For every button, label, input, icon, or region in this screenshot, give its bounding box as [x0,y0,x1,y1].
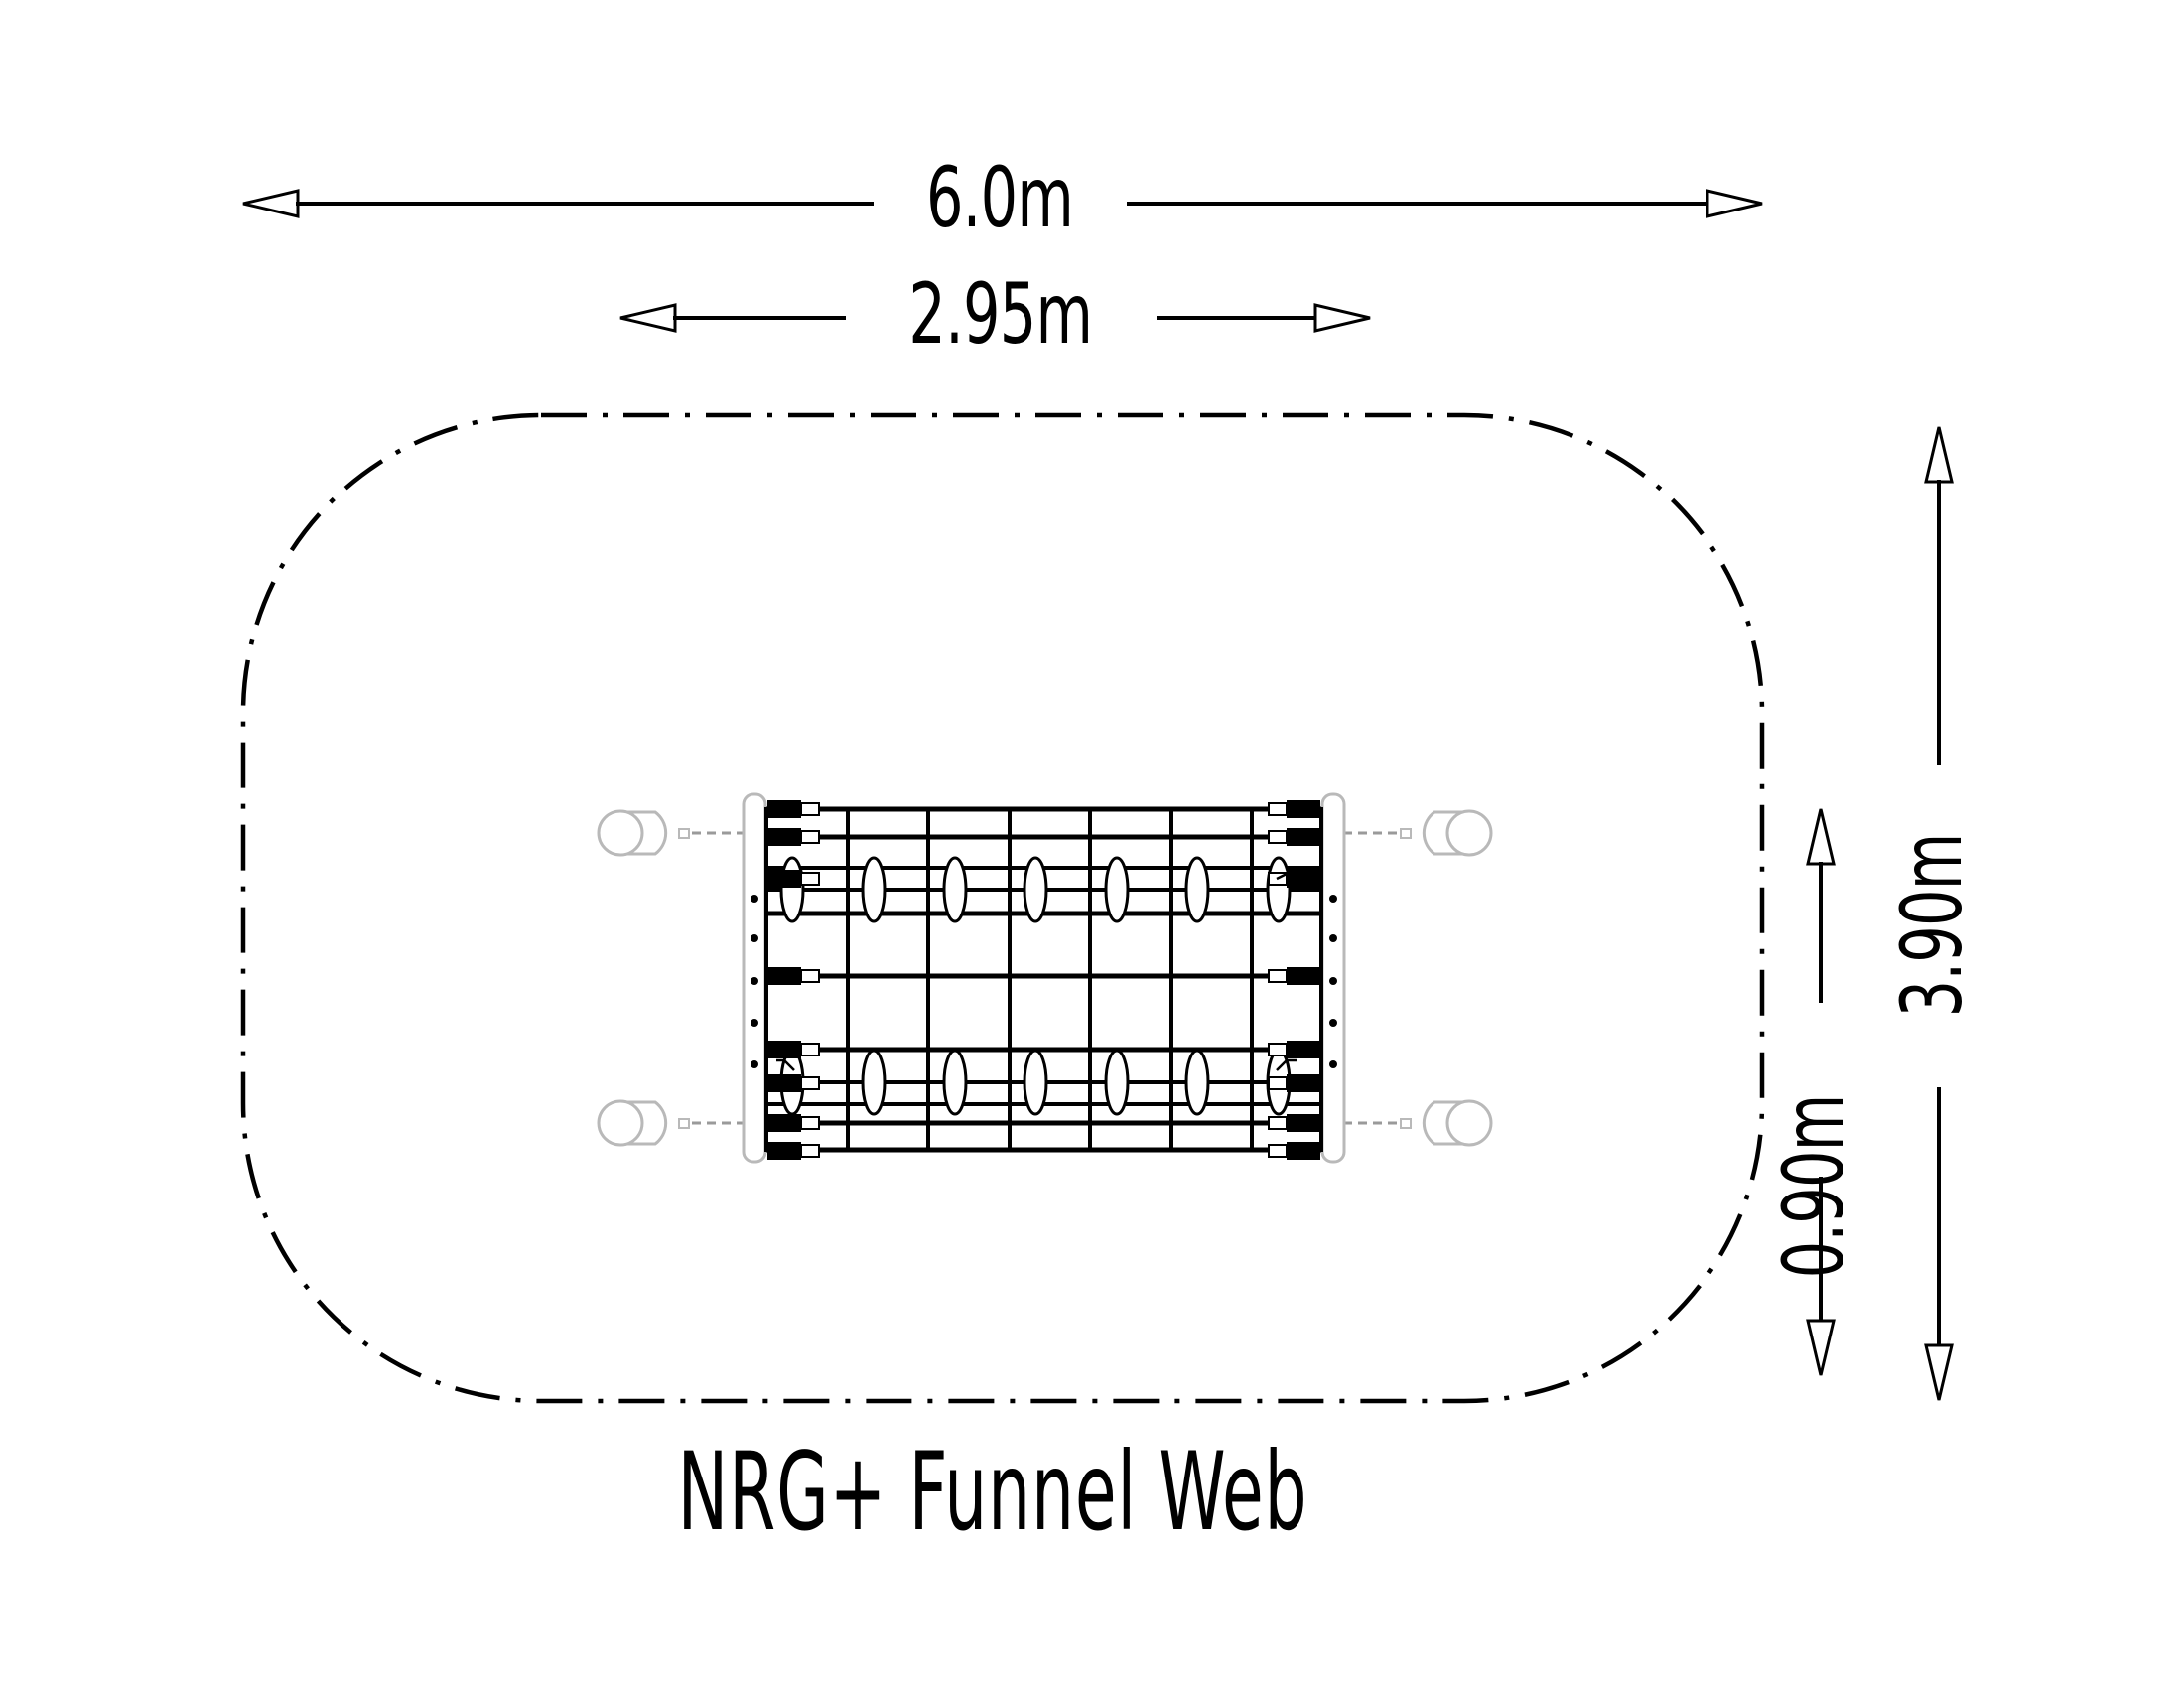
anchor-footing-circle-icon [597,809,644,857]
rope-terminal-icon [1287,1074,1320,1092]
dimension-label-equipment-depth: 0.90m [1765,1095,1862,1279]
net-knot-icon [1023,856,1048,923]
net-knot-icon [1184,856,1210,923]
anchor-tip-icon [678,828,690,839]
dimension-label-overall-depth: 3.90m [1883,834,1980,1018]
net-knot-icon [1266,856,1292,923]
rope-terminal-icon [1287,1114,1320,1132]
safety-zone-outline [240,412,1765,1404]
anchor-footing-circle-icon [597,1099,644,1147]
rope-terminal-icon [767,1041,801,1058]
rope-terminal-icon [1287,1142,1320,1160]
rope-terminal-icon [767,828,801,846]
dim-arrow-top-390m [1924,426,1954,484]
net-knot-icon [861,856,887,923]
anchor-tip-icon [1400,828,1412,839]
dim-arrow-bottom-090m [1806,1319,1836,1376]
post-fixing-dots-left [751,895,758,1068]
dim-arrow-right-295m [1313,303,1371,333]
anchor-tip-icon [1400,1118,1412,1129]
dimension-label-overall-width: 6.0m [926,149,1073,246]
net-knot-icon [942,856,968,923]
rope-terminal-icon [767,800,801,818]
rope-terminal-icon [767,1074,801,1092]
dim-arrow-right-6m [1706,189,1763,218]
rope-terminal-icon [767,967,801,985]
rope-terminal-sleeve-icon [1268,969,1288,983]
rope-terminal-sleeve-icon [1268,830,1288,844]
rope-terminal-sleeve-icon [800,1043,820,1056]
dim-arrow-bottom-390m [1924,1343,1954,1401]
drawing-title: NRG+ Funnel Web [678,1430,1308,1556]
net-knot-icon [1104,856,1130,923]
dimension-overall-width: 6.0m [242,149,1763,246]
dimension-equipment-depth: 0.90m [1765,808,1862,1376]
post-fixing-dots-right [1329,895,1337,1068]
rope-terminal-icon [767,870,801,888]
rope-terminal-icon [767,1114,801,1132]
rope-terminal-sleeve-icon [1268,1144,1288,1158]
net-knot-icon [1023,1049,1048,1116]
rope-terminal-sleeve-icon [1268,1043,1288,1056]
dimension-equipment-width: 2.95m [619,265,1371,362]
rope-terminal-sleeve-icon [800,969,820,983]
net-knot-icon [861,1049,887,1116]
dim-arrow-left-6m [242,189,300,218]
net-knot-icon [779,856,805,923]
rope-terminal-sleeve-icon [800,830,820,844]
dimension-label-equipment-width: 2.95m [908,265,1092,362]
dim-arrow-left-295m [619,303,677,333]
rope-terminal-sleeve-icon [800,872,820,886]
rope-terminal-icon [1287,828,1320,846]
rope-terminal-icon [1287,967,1320,985]
rope-terminal-sleeve-icon [1268,802,1288,816]
anchor-footing-circle-icon [1445,1099,1493,1147]
rope-terminals-left [767,800,820,1160]
rope-terminal-icon [1287,870,1320,888]
rope-terminals-right [1268,800,1320,1160]
net-knot-icon [942,1049,968,1116]
knot-leader-lines [776,872,1297,1071]
dim-arrow-top-090m [1806,808,1836,866]
dimension-overall-depth: 3.90m [1883,426,1980,1401]
rope-terminal-sleeve-icon [1268,1116,1288,1130]
rope-terminal-icon [767,1142,801,1160]
safety-zone-boundary [240,412,1765,1404]
rope-terminal-sleeve-icon [800,802,820,816]
rope-terminal-sleeve-icon [800,1116,820,1130]
anchor-footing-circle-icon [1445,809,1493,857]
rope-terminal-sleeve-icon [1268,1076,1288,1090]
rope-terminal-sleeve-icon [800,1076,820,1090]
anchor-tip-icon [678,1118,690,1129]
net-knot-icon [1104,1049,1130,1116]
net-vertical-ropes [764,807,1323,1152]
rope-terminal-icon [1287,800,1320,818]
net-knot-icon [1184,1049,1210,1116]
rope-terminal-sleeve-icon [800,1144,820,1158]
rope-terminal-icon [1287,1041,1320,1058]
equipment-rope-net-frame [597,792,1493,1164]
